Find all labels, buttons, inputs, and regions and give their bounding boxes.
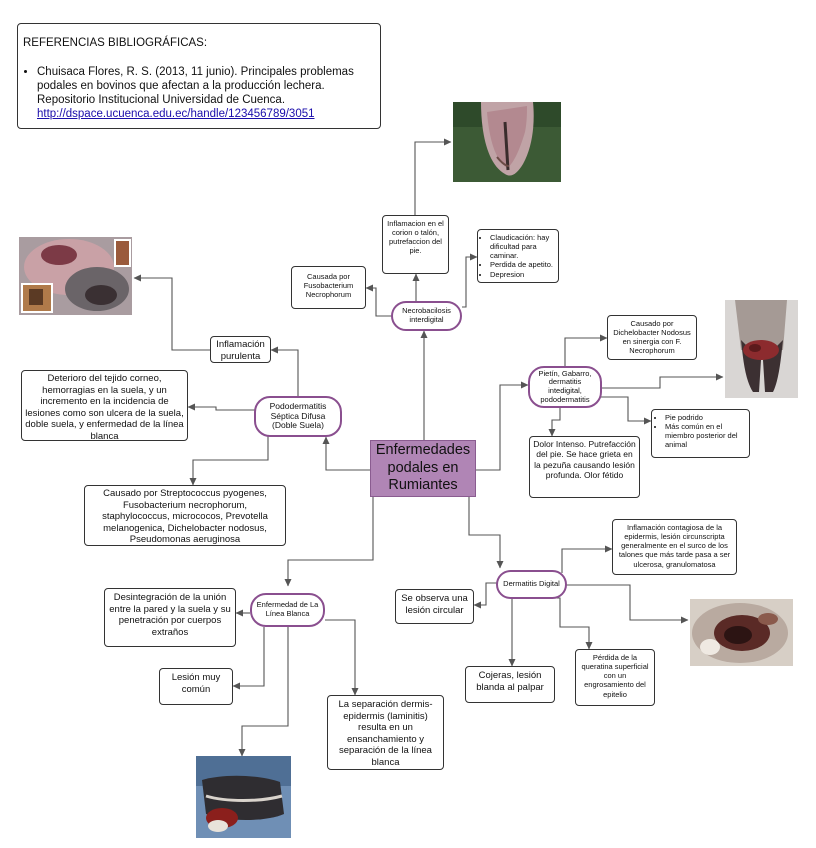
link-lb-photo [238, 627, 289, 757]
pietin-label: Pietín, Gabarro, dermatitis intedigital,… [538, 368, 592, 404]
link-dd-keratin [548, 597, 593, 650]
pietin-cause-box[interactable]: Causado por Dichelobacter Nodosus en sin… [607, 315, 697, 360]
dermatitis-digital-node[interactable]: Dermatitis Digital [496, 570, 567, 599]
necrobacilosis-label: Necrobacilosis interdigital [402, 306, 451, 324]
dermatitis-digital-inflammation-box[interactable]: Inflamación contagiosa de la epidermis, … [612, 519, 737, 575]
hoof-photo-pododermatitis [19, 237, 132, 315]
purulent-inflammation-text: Inflamación purulenta [216, 339, 265, 362]
pietin-node[interactable]: Pietín, Gabarro, dermatitis intedigital,… [528, 366, 602, 408]
link-central-pododermatitis [322, 436, 370, 471]
link-dd-inflammation [561, 545, 613, 573]
hoof-photo-dermatitis-digital [690, 599, 793, 666]
necrobacilosis-inflammation-text: Inflamacion en el corion o talón, putref… [387, 219, 444, 256]
link-podo-cause [189, 433, 269, 486]
link-podo-purulent [270, 346, 299, 396]
reference-entry: Chuisaca Flores, R. S. (2013, 11 junio).… [37, 65, 370, 121]
link-necro-cause [365, 284, 393, 317]
pietin-pain-box[interactable]: Dolor Intenso. Putrefacción del pie. Se … [529, 436, 640, 498]
dermatitis-digital-lameness-text: Cojeras, lesión blanda al palpar [476, 670, 544, 693]
dermatitis-digital-inflammation-text: Inflamación contagiosa de la epidermis, … [618, 523, 731, 569]
symptom-item: Claudicación: hay dificultad para camina… [490, 233, 556, 260]
linea-blanca-disintegration-text: Desintegración de la unión entre la pare… [109, 592, 231, 638]
pododermatitis-node[interactable]: Pododermatitis Séptica Difusa (Doble Sue… [254, 396, 342, 437]
pietin-features-box[interactable]: Pie podrido Más común en el miembro post… [651, 409, 750, 458]
feature-item: Pie podrido [665, 413, 746, 422]
necrobacilosis-symptoms-box[interactable]: Claudicación: hay dificultad para camina… [477, 229, 559, 283]
link-central-linea-blanca [284, 497, 374, 587]
pododermatitis-description-box[interactable]: Deterioro del tejido corneo, hemorragias… [21, 370, 188, 441]
pietin-cause-text: Causado por Dichelobacter Nodosus en sin… [613, 319, 691, 356]
symptom-item: Perdida de apetito. [490, 260, 556, 269]
central-topic[interactable]: Enfermedades podales en Rumiantes [370, 440, 476, 497]
link-central-dermatitis-digital [468, 497, 504, 569]
pododermatitis-cause-text: Causado por Streptococcus pyogenes, Fuso… [102, 488, 268, 546]
link-inflammation-photo [414, 138, 452, 215]
link-dd-photo [558, 584, 689, 624]
dermatitis-digital-label: Dermatitis Digital [503, 579, 560, 589]
symptom-item: Depresion [490, 270, 556, 279]
linea-blanca-disintegration-box[interactable]: Desintegración de la unión entre la pare… [104, 588, 236, 647]
linea-blanca-node[interactable]: Enfermedad de La Línea Blanca [250, 593, 325, 627]
references-heading: REFERENCIAS BIBLIOGRÁFICAS: [23, 37, 208, 49]
pododermatitis-cause-box[interactable]: Causado por Streptococcus pyogenes, Fuso… [84, 485, 286, 546]
pietin-pain-text: Dolor Intenso. Putrefacción del pie. Se … [533, 439, 636, 481]
link-pietin-cause [564, 334, 608, 367]
dermatitis-digital-keratin-box[interactable]: Pérdida de la queratina superficial con … [575, 649, 655, 706]
reference-text: Chuisaca Flores, R. S. (2013, 11 junio).… [37, 66, 354, 107]
linea-blanca-separation-text: La separación dermis-epidermis (laminiti… [338, 699, 433, 768]
dermatitis-digital-lameness-box[interactable]: Cojeras, lesión blanda al palpar [465, 666, 555, 703]
necrobacilosis-node[interactable]: Necrobacilosis interdigital [391, 301, 462, 331]
link-purulent-photo [133, 274, 210, 351]
reference-link[interactable]: http://dspace.ucuenca.edu.ec/handle/1234… [37, 108, 315, 121]
link-lb-separation [325, 619, 359, 696]
hoof-photo-pietin [725, 300, 798, 398]
link-central-pietin [476, 381, 529, 471]
references-list: Chuisaca Flores, R. S. (2013, 11 junio).… [23, 65, 370, 121]
link-pietin-features [600, 396, 652, 425]
linea-blanca-separation-box[interactable]: La separación dermis-epidermis (laminiti… [327, 695, 444, 770]
pododermatitis-label: Pododermatitis Séptica Difusa (Doble Sue… [269, 400, 327, 431]
link-lb-common [232, 627, 265, 690]
necrobacilosis-cause-box[interactable]: Causada por Fusobacterium Necrophorum [291, 266, 366, 309]
hoof-photo-necrobacilosis [453, 102, 561, 182]
feature-item: Más común en el miembro posterior del an… [665, 422, 746, 449]
dermatitis-digital-circular-text: Se observa una lesión circular [401, 593, 468, 616]
pododermatitis-description-text: Deterioro del tejido corneo, hemorragias… [25, 373, 184, 441]
dermatitis-digital-circular-box[interactable]: Se observa una lesión circular [395, 589, 474, 624]
necrobacilosis-cause-text: Causada por Fusobacterium Necrophorum [303, 272, 354, 300]
link-pietin-photo [591, 373, 724, 389]
link-podo-description [187, 403, 256, 411]
necrobacilosis-symptoms-list: Claudicación: hay dificultad para camina… [480, 233, 556, 279]
purulent-inflammation-box[interactable]: Inflamación purulenta [210, 336, 271, 363]
pietin-features-list: Pie podrido Más común en el miembro post… [655, 413, 746, 450]
link-pietin-pain [548, 406, 561, 437]
link-dd-circular [473, 582, 498, 609]
central-topic-label: Enfermedades podales en Rumiantes [375, 442, 471, 494]
link-necro-symptoms [462, 253, 478, 308]
references-box: REFERENCIAS BIBLIOGRÁFICAS: Chuisaca Flo… [17, 23, 381, 129]
hoof-photo-linea-blanca [196, 756, 291, 838]
linea-blanca-common-text: Lesión muy común [171, 672, 221, 695]
linea-blanca-common-box[interactable]: Lesión muy común [159, 668, 233, 705]
linea-blanca-label: Enfermedad de La Línea Blanca [256, 600, 319, 618]
dermatitis-digital-keratin-text: Pérdida de la queratina superficial con … [581, 653, 649, 699]
necrobacilosis-inflammation-box[interactable]: Inflamacion en el corion o talón, putref… [382, 215, 449, 274]
